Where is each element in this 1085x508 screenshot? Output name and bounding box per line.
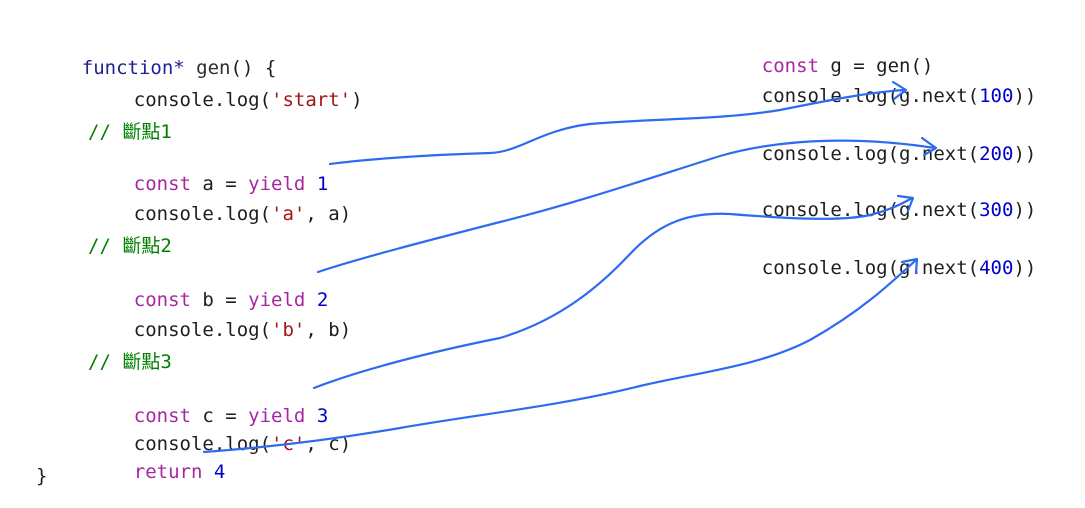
function-name: gen <box>196 57 231 79</box>
code-line-log-a: console.log('a', a) <box>88 178 351 225</box>
code-number: 300 <box>979 199 1014 221</box>
comment-breakpoint-1: // 斷點1 <box>88 121 172 143</box>
code-line-yield-3: const c = yield 3 <box>88 380 329 427</box>
code-number: 4 <box>213 461 226 483</box>
code-string: 'b' <box>271 319 306 341</box>
code-call: console.log(g.next( <box>761 85 980 107</box>
code-line-close-brace: } <box>36 465 48 487</box>
code-call-end: , c) <box>305 433 352 455</box>
code-line-yield-1: const a = yield 1 <box>88 148 329 195</box>
code-line-function-decl: function* gen() { <box>36 32 277 79</box>
code-call-end: , a) <box>305 203 352 225</box>
code-string: 'start' <box>271 89 352 111</box>
code-line-yield-2: const b = yield 2 <box>88 264 329 311</box>
comment-breakpoint-2: // 斷點2 <box>88 235 172 257</box>
code-call-end: )) <box>1013 143 1037 165</box>
keyword-yield: yield <box>248 173 306 195</box>
code-call: console.log(g.next( <box>761 199 980 221</box>
code-line-log-start: console.log('start') <box>88 64 363 111</box>
arrow-yield3-to-next300 <box>312 196 914 390</box>
code-line-next-100: console.log(g.next(100)) <box>716 60 1037 107</box>
code-call-end: )) <box>1013 85 1037 107</box>
code-line-next-300: console.log(g.next(300)) <box>716 174 1037 221</box>
code-call-end: , b) <box>305 319 352 341</box>
code-string: 'a' <box>271 203 306 225</box>
code-call-end: )) <box>1013 257 1037 279</box>
code-call: console.log(g.next( <box>761 257 980 279</box>
code-assign: a = <box>190 173 249 195</box>
code-line-const-g: const g = gen() <box>716 30 934 77</box>
code-number: 400 <box>979 257 1014 279</box>
code-assign: g = gen() <box>818 55 934 77</box>
code-call-end: ) <box>351 89 363 111</box>
code-call-end: )) <box>1013 199 1037 221</box>
code-string: 'c' <box>271 433 306 455</box>
code-line-return: return 4 <box>88 436 226 483</box>
function-params: () { <box>230 57 277 79</box>
keyword-const: const <box>133 289 191 311</box>
keyword-const: const <box>133 405 191 427</box>
comment-breakpoint-3: // 斷點3 <box>88 351 172 373</box>
keyword-function: function* <box>81 57 185 79</box>
code-line-next-200: console.log(g.next(200)) <box>716 118 1037 165</box>
code-number: 200 <box>979 143 1014 165</box>
code-line-next-400: console.log(g.next(400)) <box>716 232 1037 279</box>
code-call: console.log(g.next( <box>761 143 980 165</box>
keyword-return: return <box>133 461 203 483</box>
keyword-const: const <box>761 55 819 77</box>
code-number: 100 <box>979 85 1014 107</box>
code-line-log-b: console.log('b', b) <box>88 294 351 341</box>
keyword-const: const <box>133 173 191 195</box>
code-call: console.log( <box>133 319 272 341</box>
code-call: console.log( <box>133 89 272 111</box>
code-line-log-c: console.log('c', c) <box>88 408 351 455</box>
code-call: console.log( <box>133 203 272 225</box>
